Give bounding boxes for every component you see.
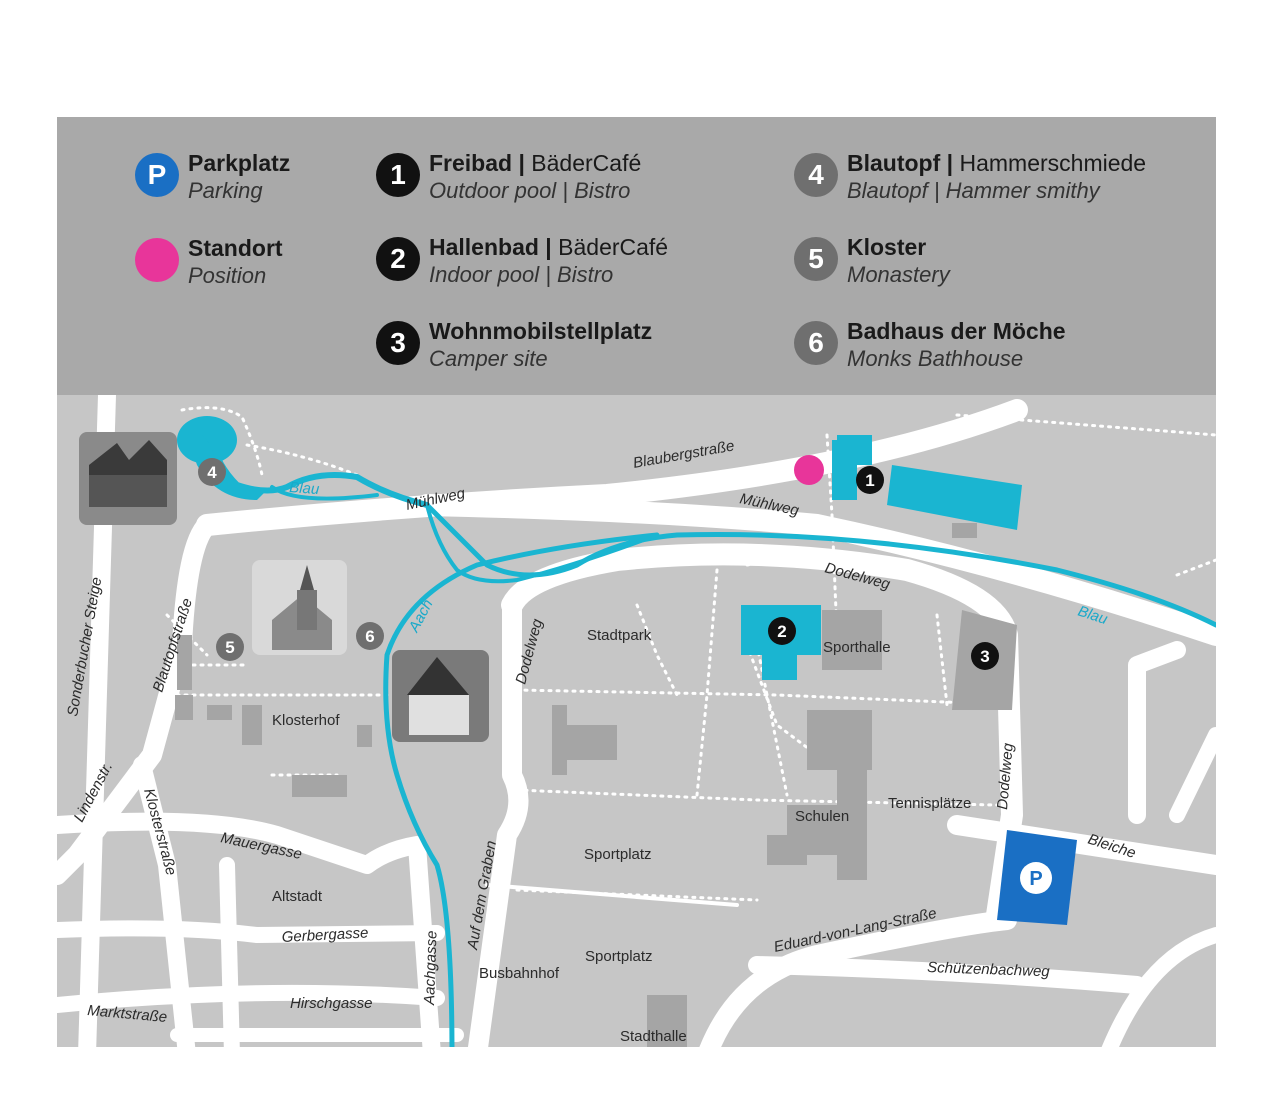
label-dodelweg-3: Dodelweg (994, 742, 1017, 811)
label-sportplatz-1: Sportplatz (584, 846, 652, 863)
position-dot-icon (135, 238, 179, 282)
legend-position: Standort Position (135, 234, 283, 290)
town-map: 1 2 3 4 5 6 P Blaubergstraße Mühlweg Müh… (57, 395, 1216, 1047)
number-6-icon: 6 (794, 321, 838, 365)
legend-item-6: 6 Badhaus der Möche Monks Bathhouse (794, 317, 1066, 373)
photo-badhaus (392, 650, 489, 742)
legend-position-title: Standort (188, 235, 283, 261)
label-schulen: Schulen (795, 808, 849, 825)
label-sporthalle: Sporthalle (823, 639, 891, 656)
map-marker-6: 6 (356, 622, 384, 650)
legend-item-2-subtitle: Indoor pool | Bistro (429, 262, 614, 287)
number-3-icon: 3 (376, 321, 420, 365)
legend-item-5: 5 Kloster Monastery (794, 233, 950, 289)
legend-parking-title: Parkplatz (188, 150, 291, 176)
legend-position-subtitle: Position (188, 263, 267, 288)
label-blau-1: Blau (289, 479, 321, 498)
label-marktstrasse: Marktstraße (87, 1002, 168, 1026)
legend-item-1: 1 Freibad | BäderCafé Outdoor pool | Bis… (376, 149, 641, 205)
label-sportplatz-2: Sportplatz (585, 948, 653, 965)
label-hirschgasse: Hirschgasse (290, 995, 373, 1012)
blautopf-spring (177, 416, 237, 464)
number-5-icon: 5 (794, 237, 838, 281)
svg-text:2: 2 (777, 622, 786, 641)
svg-text:P: P (1029, 868, 1042, 890)
svg-text:3: 3 (980, 647, 989, 666)
legend-item-3-title: Wohnmobilstellplatz (429, 318, 653, 344)
svg-text:1: 1 (865, 471, 874, 490)
label-busbahnhof: Busbahnhof (479, 965, 560, 982)
map-marker-4: 4 (198, 458, 226, 486)
parking-icon: P (135, 153, 179, 197)
map-marker-5: 5 (216, 633, 244, 661)
legend-item-2: 2 Hallenbad | BäderCafé Indoor pool | Bi… (376, 233, 668, 289)
label-altstadt: Altstadt (272, 888, 323, 905)
map-marker-2: 2 (768, 617, 796, 645)
map-marker-1: 1 (856, 466, 884, 494)
buildings (175, 435, 1022, 1047)
legend-item-4-title: Blautopf | Hammerschmiede (847, 150, 1147, 176)
label-blaubergstrasse: Blaubergstraße (632, 437, 736, 472)
map-marker-3: 3 (971, 642, 999, 670)
legend-item-2-title: Hallenbad | BäderCafé (429, 234, 669, 260)
legend-item-4-subtitle: Blautopf | Hammer smithy (847, 178, 1100, 203)
number-2-icon: 2 (376, 237, 420, 281)
svg-text:4: 4 (207, 463, 217, 482)
legend-item-4: 4 Blautopf | Hammerschmiede Blautopf | H… (794, 149, 1146, 205)
label-tennisplaetze: Tennisplätze (888, 795, 971, 812)
rivers (209, 437, 1216, 1047)
svg-text:5: 5 (225, 638, 234, 657)
legend-parking-subtitle: Parking (188, 178, 263, 203)
label-klosterhof: Klosterhof (272, 712, 340, 729)
map-legend: P Parkplatz Parking Standort Position 1 … (57, 117, 1216, 395)
label-schuetzenbachweg: Schützenbachweg (927, 959, 1051, 980)
legend-item-5-title: Kloster (847, 234, 927, 260)
legend-item-3-subtitle: Camper site (429, 346, 548, 371)
label-aachgasse: Aachgasse (421, 930, 441, 1006)
legend-item-6-title: Badhaus der Möche (847, 318, 1066, 344)
legend-item-3: 3 Wohnmobilstellplatz Camper site (376, 317, 652, 373)
photo-blautopf (79, 432, 177, 525)
legend-item-1-title: Freibad | BäderCafé (429, 150, 642, 176)
legend-item-5-subtitle: Monastery (847, 262, 950, 287)
label-stadthalle: Stadthalle (620, 1028, 687, 1045)
legend-item-6-subtitle: Monks Bathhouse (847, 346, 1024, 371)
number-4-icon: 4 (794, 153, 838, 197)
legend-item-1-subtitle: Outdoor pool | Bistro (429, 178, 631, 203)
map-parking-marker: P (1020, 862, 1052, 894)
svg-text:6: 6 (365, 627, 374, 646)
photo-kloster (252, 560, 347, 655)
label-gerbergasse: Gerbergasse (281, 924, 368, 946)
label-stadtpark: Stadtpark (587, 627, 652, 644)
legend-parking: P Parkplatz Parking (135, 149, 290, 205)
map-canvas: 1 2 3 4 5 6 P Blaubergstraße Mühlweg Müh… (57, 395, 1216, 1047)
number-1-icon: 1 (376, 153, 420, 197)
place-labels: Stadtpark Sporthalle Klosterhof Schulen … (272, 627, 971, 1045)
standort-marker (794, 455, 824, 485)
label-klosterstrasse: Klosterstraße (140, 787, 180, 878)
